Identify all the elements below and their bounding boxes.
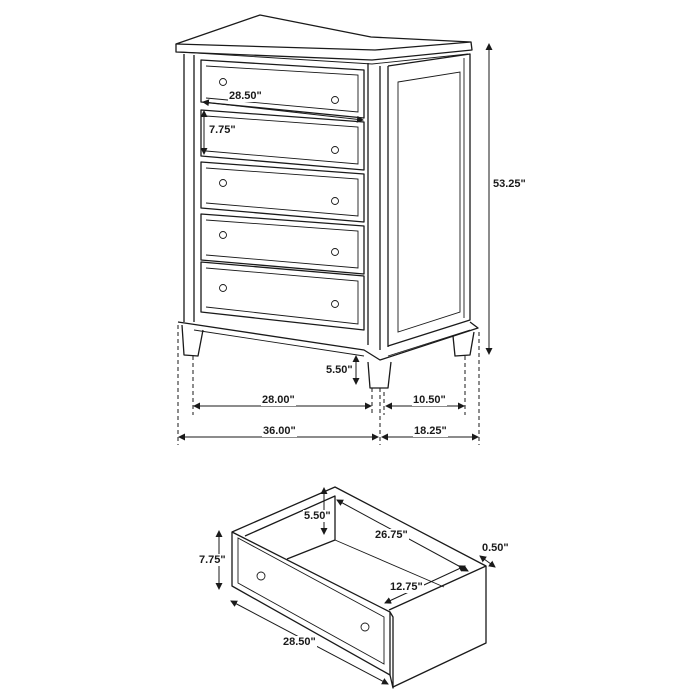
label-drawer-height: 7.75"	[208, 124, 237, 136]
label-inner-height: 5.50"	[303, 510, 332, 522]
label-overall-width: 36.00"	[262, 425, 297, 437]
label-overall-depth: 18.25"	[413, 425, 448, 437]
label-inner-depth: 10.50"	[412, 394, 447, 406]
chest-dimension-lines	[177, 43, 493, 445]
label-front-width: 28.50"	[282, 636, 317, 648]
label-side-thickness: 0.50"	[481, 542, 510, 554]
drawer-drawing	[231, 486, 487, 689]
drawer-dimension-lines	[215, 487, 496, 685]
label-inner-depth-drawer: 12.75"	[389, 581, 424, 593]
label-inner-length: 26.75"	[374, 529, 409, 541]
drawer-fronts	[200, 59, 365, 331]
label-drawer-width: 28.50"	[228, 90, 263, 102]
label-total-height: 53.25"	[492, 178, 527, 190]
label-front-height: 7.75"	[198, 554, 227, 566]
chest-drawing	[175, 14, 479, 389]
label-inner-width: 28.00"	[261, 394, 296, 406]
label-leg-height: 5.50"	[325, 364, 354, 376]
